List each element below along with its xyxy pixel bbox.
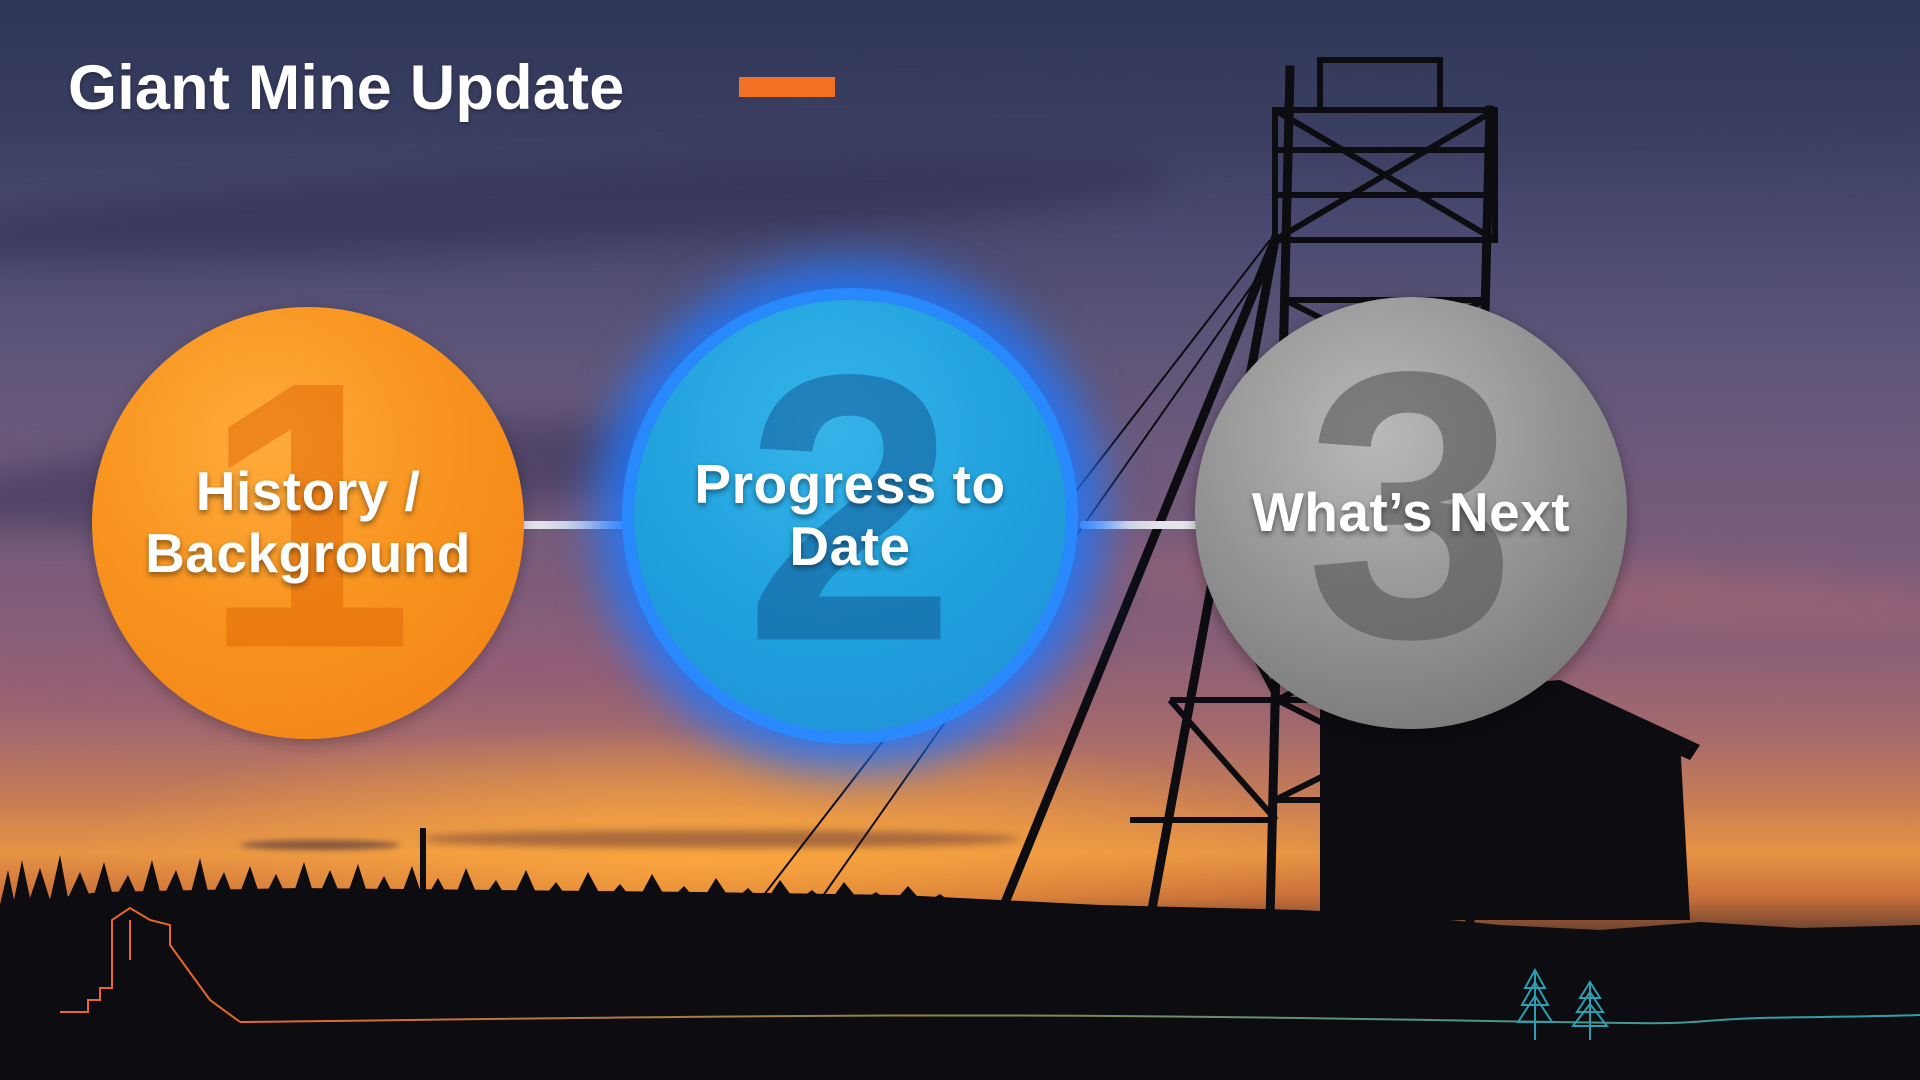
step-label-line: History /	[195, 460, 421, 523]
step-label-line: Date	[789, 515, 911, 577]
connector-line	[520, 521, 630, 529]
step-3-circle[interactable]: 3 What’s Next	[1195, 297, 1627, 729]
step-number: 2	[744, 295, 956, 721]
cloud-band	[420, 830, 1020, 848]
step-label: Progress to Date	[694, 454, 1005, 577]
step-1-circle[interactable]: 1 History / Background	[92, 307, 524, 739]
step-label-line: Progress to	[694, 453, 1006, 516]
step-number: 3	[1305, 297, 1517, 718]
step-label-line: Background	[145, 522, 471, 584]
connector-line	[1080, 521, 1200, 529]
title-accent-bar	[739, 77, 835, 97]
step-number: 1	[202, 307, 414, 728]
step-2-circle[interactable]: 2 Progress to Date	[634, 300, 1066, 732]
cloud-band	[240, 840, 400, 850]
slide-title: Giant Mine Update	[68, 53, 625, 123]
step-label-line: What’s Next	[1251, 481, 1571, 544]
step-label: What’s Next	[1252, 482, 1570, 544]
step-label: History / Background	[145, 461, 471, 584]
